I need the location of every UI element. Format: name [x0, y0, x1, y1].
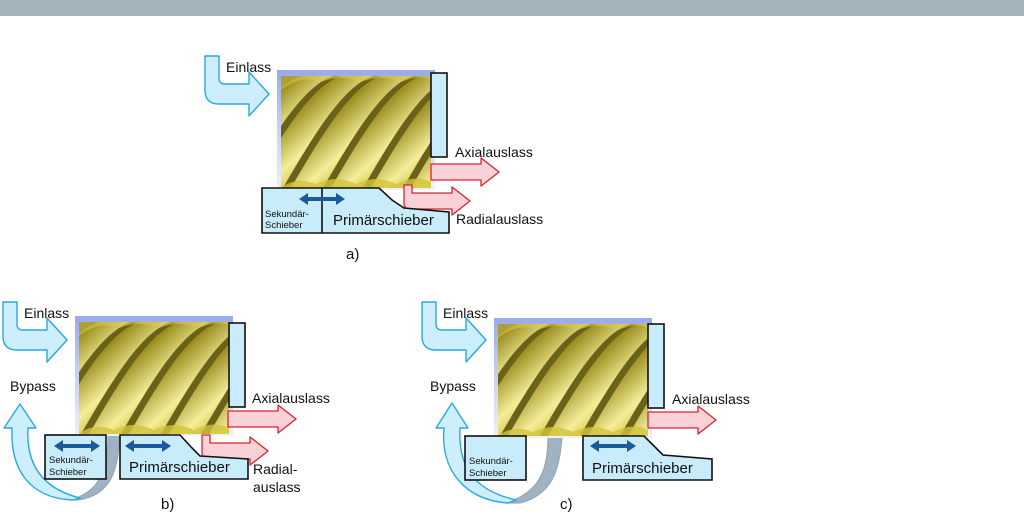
axial-discharge-plate	[228, 322, 246, 408]
secondary-slide	[464, 435, 527, 481]
panel-a: Einlass Axialauslass Radialauslass Sekun…	[204, 55, 543, 263]
secondary-slide-label-1: Sekundär-	[49, 455, 93, 466]
bypass-arrow-icon	[3, 403, 81, 501]
inlet-label: Einlass	[443, 305, 488, 321]
axial-outlet-arrow-icon	[647, 405, 717, 435]
axial-outlet-label: Axialauslass	[252, 390, 330, 406]
primary-slide-label: Primärschieber	[129, 459, 230, 476]
axial-outlet-arrow-icon	[227, 404, 297, 434]
panel-c: Einlass Bypass Axialauslass Sekundär- Sc…	[421, 301, 750, 513]
bypass-label: Bypass	[10, 378, 56, 394]
axial-outlet-arrow-icon	[430, 157, 500, 187]
axial-discharge-plate	[430, 72, 448, 158]
radial-outlet-label-1: Radial-	[253, 461, 298, 477]
bypass-channel	[505, 435, 563, 504]
secondary-slide-label-2: Schieber	[265, 220, 303, 231]
radial-outlet-label-2: auslass	[253, 479, 300, 495]
secondary-slide-label-2: Schieber	[469, 468, 507, 479]
secondary-slide-label-1: Sekundär-	[469, 456, 513, 467]
secondary-slide	[44, 434, 107, 480]
panel-b: Einlass Bypass Axialauslass Radial- ausl…	[2, 301, 331, 513]
axial-outlet-label: Axialauslass	[672, 391, 750, 407]
caption-c: c)	[560, 496, 573, 513]
caption-a: a)	[346, 246, 359, 263]
secondary-slide-label-2: Schieber	[49, 467, 87, 478]
secondary-slide-label-1: Sekundär-	[265, 209, 309, 220]
header-bar	[0, 0, 1024, 16]
axial-outlet-label: Axialauslass	[455, 144, 533, 160]
inlet-label: Einlass	[226, 59, 271, 75]
bypass-label: Bypass	[430, 378, 476, 394]
axial-discharge-plate	[647, 323, 665, 409]
inlet-label: Einlass	[24, 305, 69, 321]
caption-b: b)	[161, 496, 174, 513]
radial-outlet-label: Radialauslass	[456, 211, 543, 227]
bypass-arrow-icon	[435, 402, 517, 504]
primary-slide-label: Primärschieber	[333, 212, 434, 229]
primary-slide-label: Primärschieber	[592, 460, 693, 477]
